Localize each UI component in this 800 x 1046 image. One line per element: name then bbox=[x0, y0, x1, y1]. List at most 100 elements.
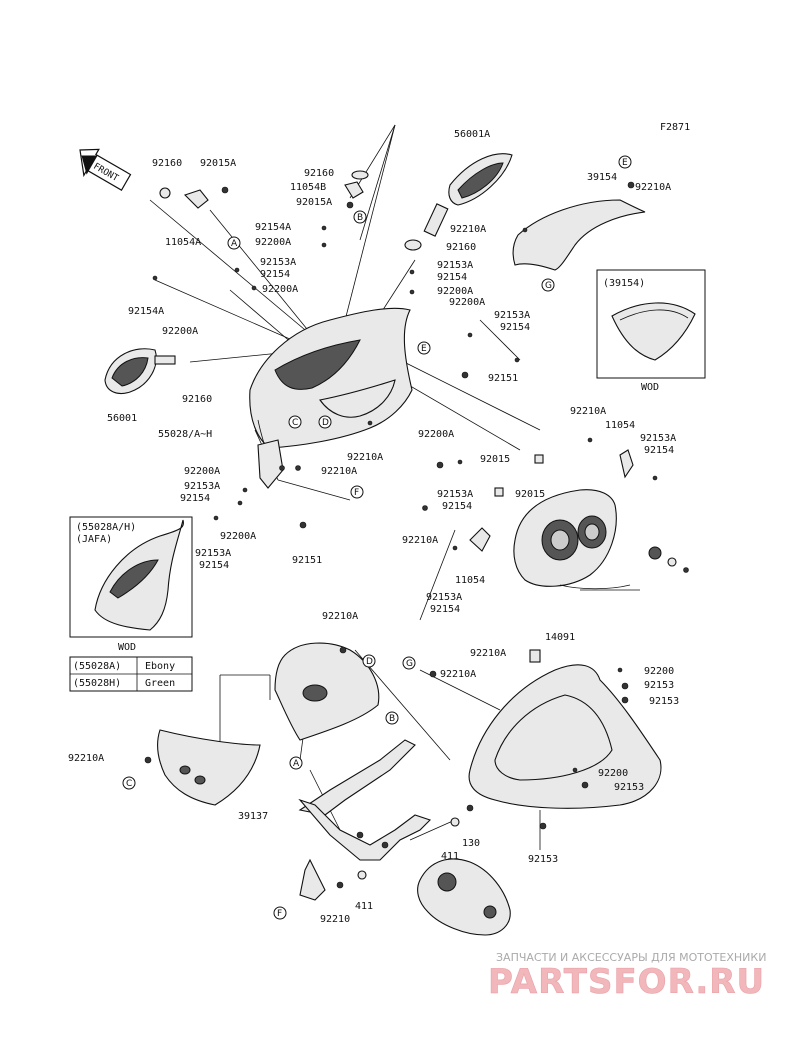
label: 92200A bbox=[184, 466, 220, 477]
label: 130 bbox=[462, 838, 480, 849]
callout-f-2: F bbox=[273, 906, 287, 920]
label: 92153A bbox=[494, 310, 530, 321]
label: 92200 bbox=[644, 666, 674, 677]
small-parts-top bbox=[152, 170, 635, 469]
callout-c-1: C bbox=[288, 415, 302, 429]
headlight-assembly bbox=[422, 437, 689, 590]
label: 92154 bbox=[500, 322, 530, 333]
callout-g-1: G bbox=[541, 278, 555, 292]
label: 92160 bbox=[152, 158, 182, 169]
label: 56001A bbox=[454, 129, 490, 140]
windshield-39154 bbox=[512, 199, 646, 271]
part-labels: 92160 92015A 11054A 92160 11054B 92015A … bbox=[68, 129, 679, 925]
mirror-right-56001a bbox=[423, 153, 513, 237]
label: 92200A bbox=[162, 326, 198, 337]
callout-e-1: E bbox=[618, 155, 632, 169]
label: 92154 bbox=[260, 269, 290, 280]
label: 11054 bbox=[455, 575, 485, 586]
svg-text:A: A bbox=[231, 239, 238, 249]
label: 92153A bbox=[260, 257, 296, 268]
label: 92200A bbox=[418, 429, 454, 440]
label: 411 bbox=[355, 901, 373, 912]
label: 56001 bbox=[107, 413, 137, 424]
label: 92153A bbox=[437, 489, 473, 500]
label: 92200A bbox=[220, 531, 256, 542]
inset-55028-caption: WOD bbox=[118, 642, 136, 653]
label: 92160 bbox=[446, 242, 476, 253]
label: 92200A bbox=[437, 286, 473, 297]
label: 92151 bbox=[488, 373, 518, 384]
label: 11054 bbox=[605, 420, 635, 431]
label: 92160 bbox=[304, 168, 334, 179]
callout-g-2: G bbox=[402, 656, 416, 670]
label: 92153 bbox=[644, 680, 674, 691]
label: 92015 bbox=[515, 489, 545, 500]
inner-cover-14091 bbox=[429, 649, 662, 830]
svg-text:C: C bbox=[292, 418, 298, 428]
label: 92200A bbox=[255, 237, 291, 248]
label: 92210 bbox=[320, 914, 350, 925]
label: 92153A bbox=[195, 548, 231, 559]
label: 92154 bbox=[430, 604, 460, 615]
callout-d-2: D bbox=[362, 654, 376, 668]
label: 92153A bbox=[426, 592, 462, 603]
label: 92015A bbox=[296, 197, 332, 208]
label: 92154 bbox=[199, 560, 229, 571]
label: 11054A bbox=[165, 237, 201, 248]
inset-39154-caption: WOD bbox=[641, 382, 659, 393]
color-table: (55028A) Ebony (55028H) Green bbox=[69, 656, 193, 692]
mirror-left-56001 bbox=[104, 348, 176, 395]
callout-d-1: D bbox=[318, 415, 332, 429]
label: 92210A bbox=[440, 669, 476, 680]
label: 11054B bbox=[290, 182, 326, 193]
inset-55028: (55028A/H) (JAFA) WOD bbox=[69, 516, 193, 653]
label: 92210A bbox=[347, 452, 383, 463]
label: 92154A bbox=[255, 222, 291, 233]
svg-text:E: E bbox=[421, 344, 427, 354]
svg-text:E: E bbox=[622, 158, 628, 168]
callout-c-2: C bbox=[122, 776, 136, 790]
inset-39154: (39154) WOD bbox=[596, 269, 706, 393]
label: 92200 bbox=[598, 768, 628, 779]
front-arrow-icon: FRONT bbox=[79, 148, 132, 191]
label: 92210A bbox=[402, 535, 438, 546]
label: 92200A bbox=[449, 297, 485, 308]
svg-text:G: G bbox=[545, 281, 552, 291]
label: 92154 bbox=[180, 493, 210, 504]
svg-text:B: B bbox=[357, 213, 363, 223]
color-table-code-0: (55028A) bbox=[73, 661, 121, 672]
cowl-side-bracket bbox=[213, 439, 307, 529]
label: 92210A bbox=[635, 182, 671, 193]
color-table-code-1: (55028H) bbox=[73, 678, 121, 689]
watermark: ЗАПЧАСТИ И АКСЕССУАРЫ ДЛЯ МОТОТЕХНИКИ PA… bbox=[488, 951, 767, 1002]
label: 92153A bbox=[437, 260, 473, 271]
callout-f-1: F bbox=[350, 485, 364, 499]
svg-text:D: D bbox=[322, 418, 329, 428]
callout-a-1: A bbox=[227, 236, 241, 250]
svg-text:D: D bbox=[366, 657, 373, 667]
label: 39154 bbox=[587, 172, 617, 183]
label: 92210A bbox=[470, 648, 506, 659]
label: 92015 bbox=[480, 454, 510, 465]
watermark-top-text: ЗАПЧАСТИ И АКСЕССУАРЫ ДЛЯ МОТОТЕХНИКИ bbox=[496, 951, 766, 964]
label: 92210A bbox=[322, 611, 358, 622]
label: 92160 bbox=[182, 394, 212, 405]
label: 92210A bbox=[450, 224, 486, 235]
label: 92154 bbox=[437, 272, 467, 283]
color-table-color-0: Ebony bbox=[145, 661, 175, 672]
frame-part bbox=[417, 858, 511, 936]
watermark-logo: PARTSFOR.RU bbox=[488, 962, 765, 1002]
svg-text:A: A bbox=[293, 759, 300, 769]
label: 92210A bbox=[570, 406, 606, 417]
inset-55028-title2: (JAFA) bbox=[76, 534, 112, 545]
svg-text:B: B bbox=[389, 714, 395, 724]
label: 92154 bbox=[644, 445, 674, 456]
svg-text:F: F bbox=[277, 909, 282, 919]
figure-code: F2871 bbox=[660, 122, 690, 133]
label: 55028/A~H bbox=[158, 429, 212, 440]
label: 92154A bbox=[128, 306, 164, 317]
label: 92200A bbox=[262, 284, 298, 295]
callout-a-2: A bbox=[289, 756, 303, 770]
svg-text:F: F bbox=[354, 488, 359, 498]
inset-39154-title: (39154) bbox=[603, 278, 645, 289]
